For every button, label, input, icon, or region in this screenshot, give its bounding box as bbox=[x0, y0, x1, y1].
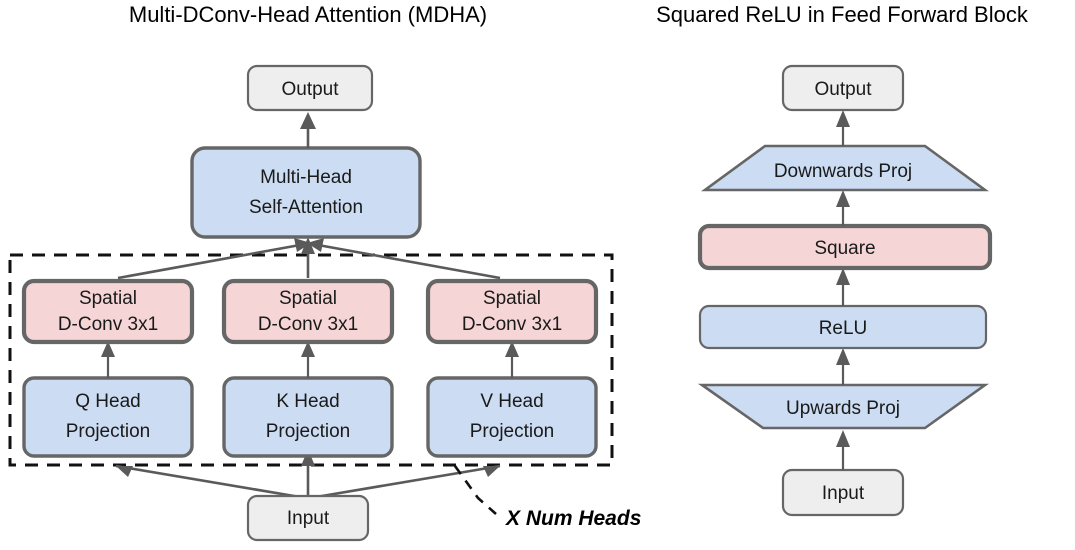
node-multi-head-self-attention-label-line1: Multi-Head bbox=[260, 167, 352, 188]
arrow-input-to-q-projection bbox=[115, 464, 301, 499]
node-square-shape bbox=[697, 223, 993, 271]
node-k-head-projection-label-line2: Projection bbox=[266, 421, 351, 442]
arrow-head-input-to-v bbox=[483, 466, 500, 477]
arrow-head-dconv-k-to-attention bbox=[301, 237, 315, 254]
node-v-head-projection: V Head Projection bbox=[426, 376, 598, 458]
node-output-mdha-label: Output bbox=[281, 79, 339, 100]
node-spatial-dconv-v: Spatial D-Conv 3x1 bbox=[425, 278, 599, 345]
node-v-head-projection-shape bbox=[426, 376, 598, 458]
node-output-ffn-shape bbox=[781, 64, 905, 112]
panel-title-squared-relu: Squared ReLU in Feed Forward Block bbox=[656, 2, 1029, 27]
node-spatial-dconv-k: Spatial D-Conv 3x1 bbox=[221, 278, 395, 345]
node-k-head-projection-shape bbox=[222, 376, 394, 458]
node-square: Square bbox=[697, 223, 993, 271]
node-downwards-proj-shape bbox=[701, 144, 989, 192]
node-output-mdha: Output bbox=[246, 64, 374, 112]
node-input-mdha: Input bbox=[246, 494, 370, 542]
arrow-head-relu-to-square bbox=[836, 268, 850, 285]
node-square-label: Square bbox=[814, 238, 875, 259]
node-spatial-dconv-q-label-line2: D-Conv 3x1 bbox=[58, 314, 158, 335]
arrow-head-attention-to-output bbox=[300, 112, 316, 129]
arrow-head-v-projection-to-dconv bbox=[505, 341, 519, 357]
node-downwards-proj: Downwards Proj bbox=[701, 144, 989, 192]
arrow-head-dconv-q-to-attention bbox=[294, 238, 311, 252]
node-spatial-dconv-k-label-line1: Spatial bbox=[279, 288, 337, 309]
node-spatial-dconv-v-shape bbox=[425, 278, 599, 345]
num-heads-leader-line bbox=[453, 465, 497, 515]
node-input-ffn-label: Input bbox=[822, 483, 865, 504]
arrow-input-to-v-projection bbox=[315, 464, 501, 499]
arrow-dconv-v-to-attention bbox=[317, 243, 501, 280]
node-upwards-proj: Upwards Proj bbox=[697, 383, 990, 430]
node-spatial-dconv-q-shape bbox=[21, 278, 195, 345]
node-downwards-proj-label: Downwards Proj bbox=[774, 161, 912, 182]
node-relu: ReLU bbox=[698, 304, 988, 350]
node-multi-head-self-attention-shape bbox=[190, 146, 422, 239]
node-input-ffn: Input bbox=[781, 468, 905, 517]
node-multi-head-self-attention: Multi-Head Self-Attention bbox=[190, 146, 422, 239]
node-q-head-projection-label-line2: Projection bbox=[66, 421, 151, 442]
node-output-ffn: Output bbox=[781, 64, 905, 112]
panel-title-mdha: Multi-DConv-Head Attention (MDHA) bbox=[129, 2, 487, 27]
node-spatial-dconv-k-shape bbox=[221, 278, 395, 345]
arrow-head-dconv-v-to-attention bbox=[307, 238, 324, 252]
arrow-head-input-to-upwards-proj bbox=[836, 430, 850, 447]
node-upwards-proj-shape bbox=[697, 383, 990, 430]
node-v-head-projection-label-line1: V Head bbox=[480, 391, 543, 412]
node-upwards-proj-label: Upwards Proj bbox=[786, 398, 900, 419]
node-k-head-projection: K Head Projection bbox=[222, 376, 394, 458]
node-q-head-projection-shape bbox=[22, 376, 194, 458]
node-output-ffn-label: Output bbox=[814, 79, 872, 100]
arrow-head-q-projection-to-dconv bbox=[101, 341, 115, 357]
node-spatial-dconv-v-label-line1: Spatial bbox=[483, 288, 541, 309]
node-spatial-dconv-q: Spatial D-Conv 3x1 bbox=[21, 278, 195, 345]
arrow-head-k-projection-to-dconv bbox=[301, 341, 315, 357]
node-output-mdha-shape bbox=[246, 64, 374, 112]
arrow-head-square-to-downwards-proj bbox=[836, 190, 850, 207]
node-input-mdha-shape bbox=[246, 494, 370, 542]
arrow-dconv-q-to-attention bbox=[117, 243, 301, 280]
node-multi-head-self-attention-label-line2: Self-Attention bbox=[249, 197, 363, 218]
node-k-head-projection-label-line1: K Head bbox=[276, 391, 339, 412]
node-q-head-projection: Q Head Projection bbox=[22, 376, 194, 458]
arrow-head-downwards-proj-to-output bbox=[836, 110, 850, 127]
arrow-head-upwards-proj-to-relu bbox=[836, 348, 850, 365]
node-relu-label: ReLU bbox=[819, 318, 868, 339]
node-q-head-projection-label-line1: Q Head bbox=[75, 391, 140, 412]
node-input-mdha-label: Input bbox=[287, 508, 330, 529]
node-spatial-dconv-v-label-line2: D-Conv 3x1 bbox=[462, 314, 562, 335]
node-v-head-projection-label-line2: Projection bbox=[470, 421, 555, 442]
num-heads-annotation: X Num Heads bbox=[505, 507, 641, 530]
arrow-head-input-to-q bbox=[116, 466, 133, 477]
node-spatial-dconv-k-label-line2: D-Conv 3x1 bbox=[258, 314, 358, 335]
node-spatial-dconv-q-label-line1: Spatial bbox=[79, 288, 137, 309]
